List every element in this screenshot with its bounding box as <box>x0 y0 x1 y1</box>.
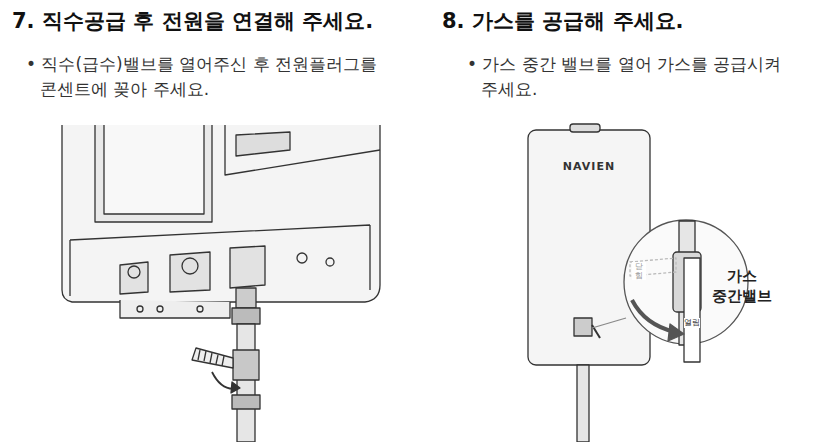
brand-label: NAVIEN <box>549 160 629 174</box>
state-label: 열림 <box>684 318 700 328</box>
state-label: 닫힘 <box>632 262 646 280</box>
part-label: 가스 중간밸브 <box>708 266 776 306</box>
step-heading: 8. 가스를 공급해 주세요. <box>442 8 832 35</box>
step-instruction: • 가스 중간 밸브를 열어 가스를 공급시켜 주세요. <box>467 52 836 102</box>
step-heading: 7. 직수공급 후 전원을 연결해 주세요. <box>12 8 432 35</box>
step-instruction: • 직수(급수)밸브를 열어주신 후 전원플러그를 콘센트에 꽂아 주세요. <box>26 52 450 102</box>
